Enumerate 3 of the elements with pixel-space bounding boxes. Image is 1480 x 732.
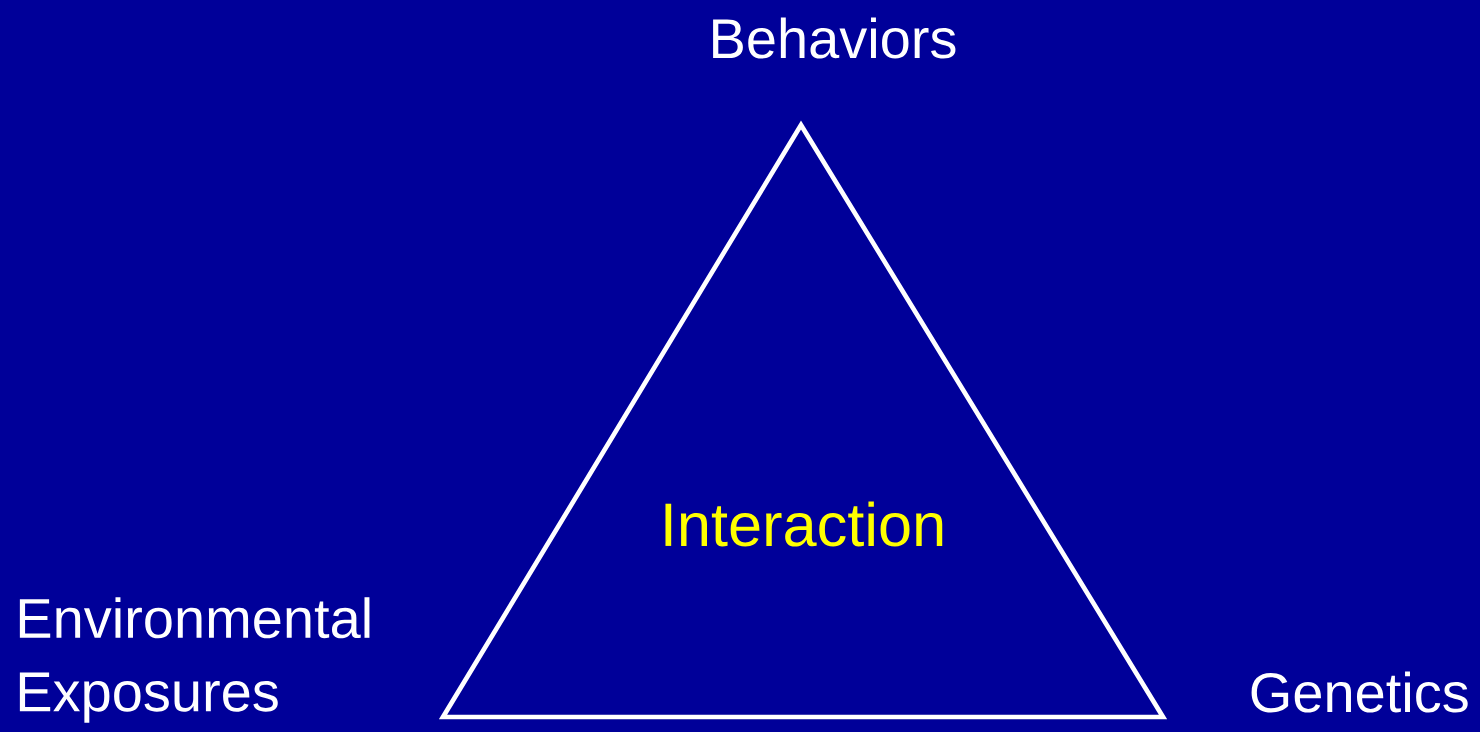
- corner-label: Genetics: [1251, 671, 1468, 713]
- corner-label: Environmental Exposures: [19, 597, 370, 723]
- corner-label: Behaviors: [713, 17, 956, 59]
